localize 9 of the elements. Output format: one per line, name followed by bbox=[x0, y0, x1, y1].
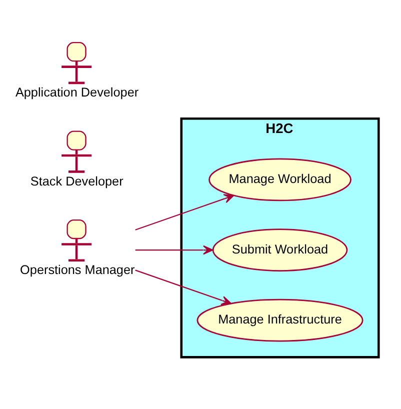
arrow bbox=[135, 245, 214, 255]
node-label: Stack Developer bbox=[30, 174, 124, 188]
node-ellipse: Manage Infrastructure bbox=[196, 298, 364, 342]
node-label: Operstions Manager bbox=[20, 262, 135, 277]
node-label: Application Developer bbox=[15, 86, 139, 100]
arrow bbox=[135, 270, 232, 306]
arrow bbox=[135, 194, 234, 230]
node-ellipse: Submit Workload bbox=[212, 228, 348, 272]
node-ellipse: Manage Workload bbox=[208, 158, 352, 202]
